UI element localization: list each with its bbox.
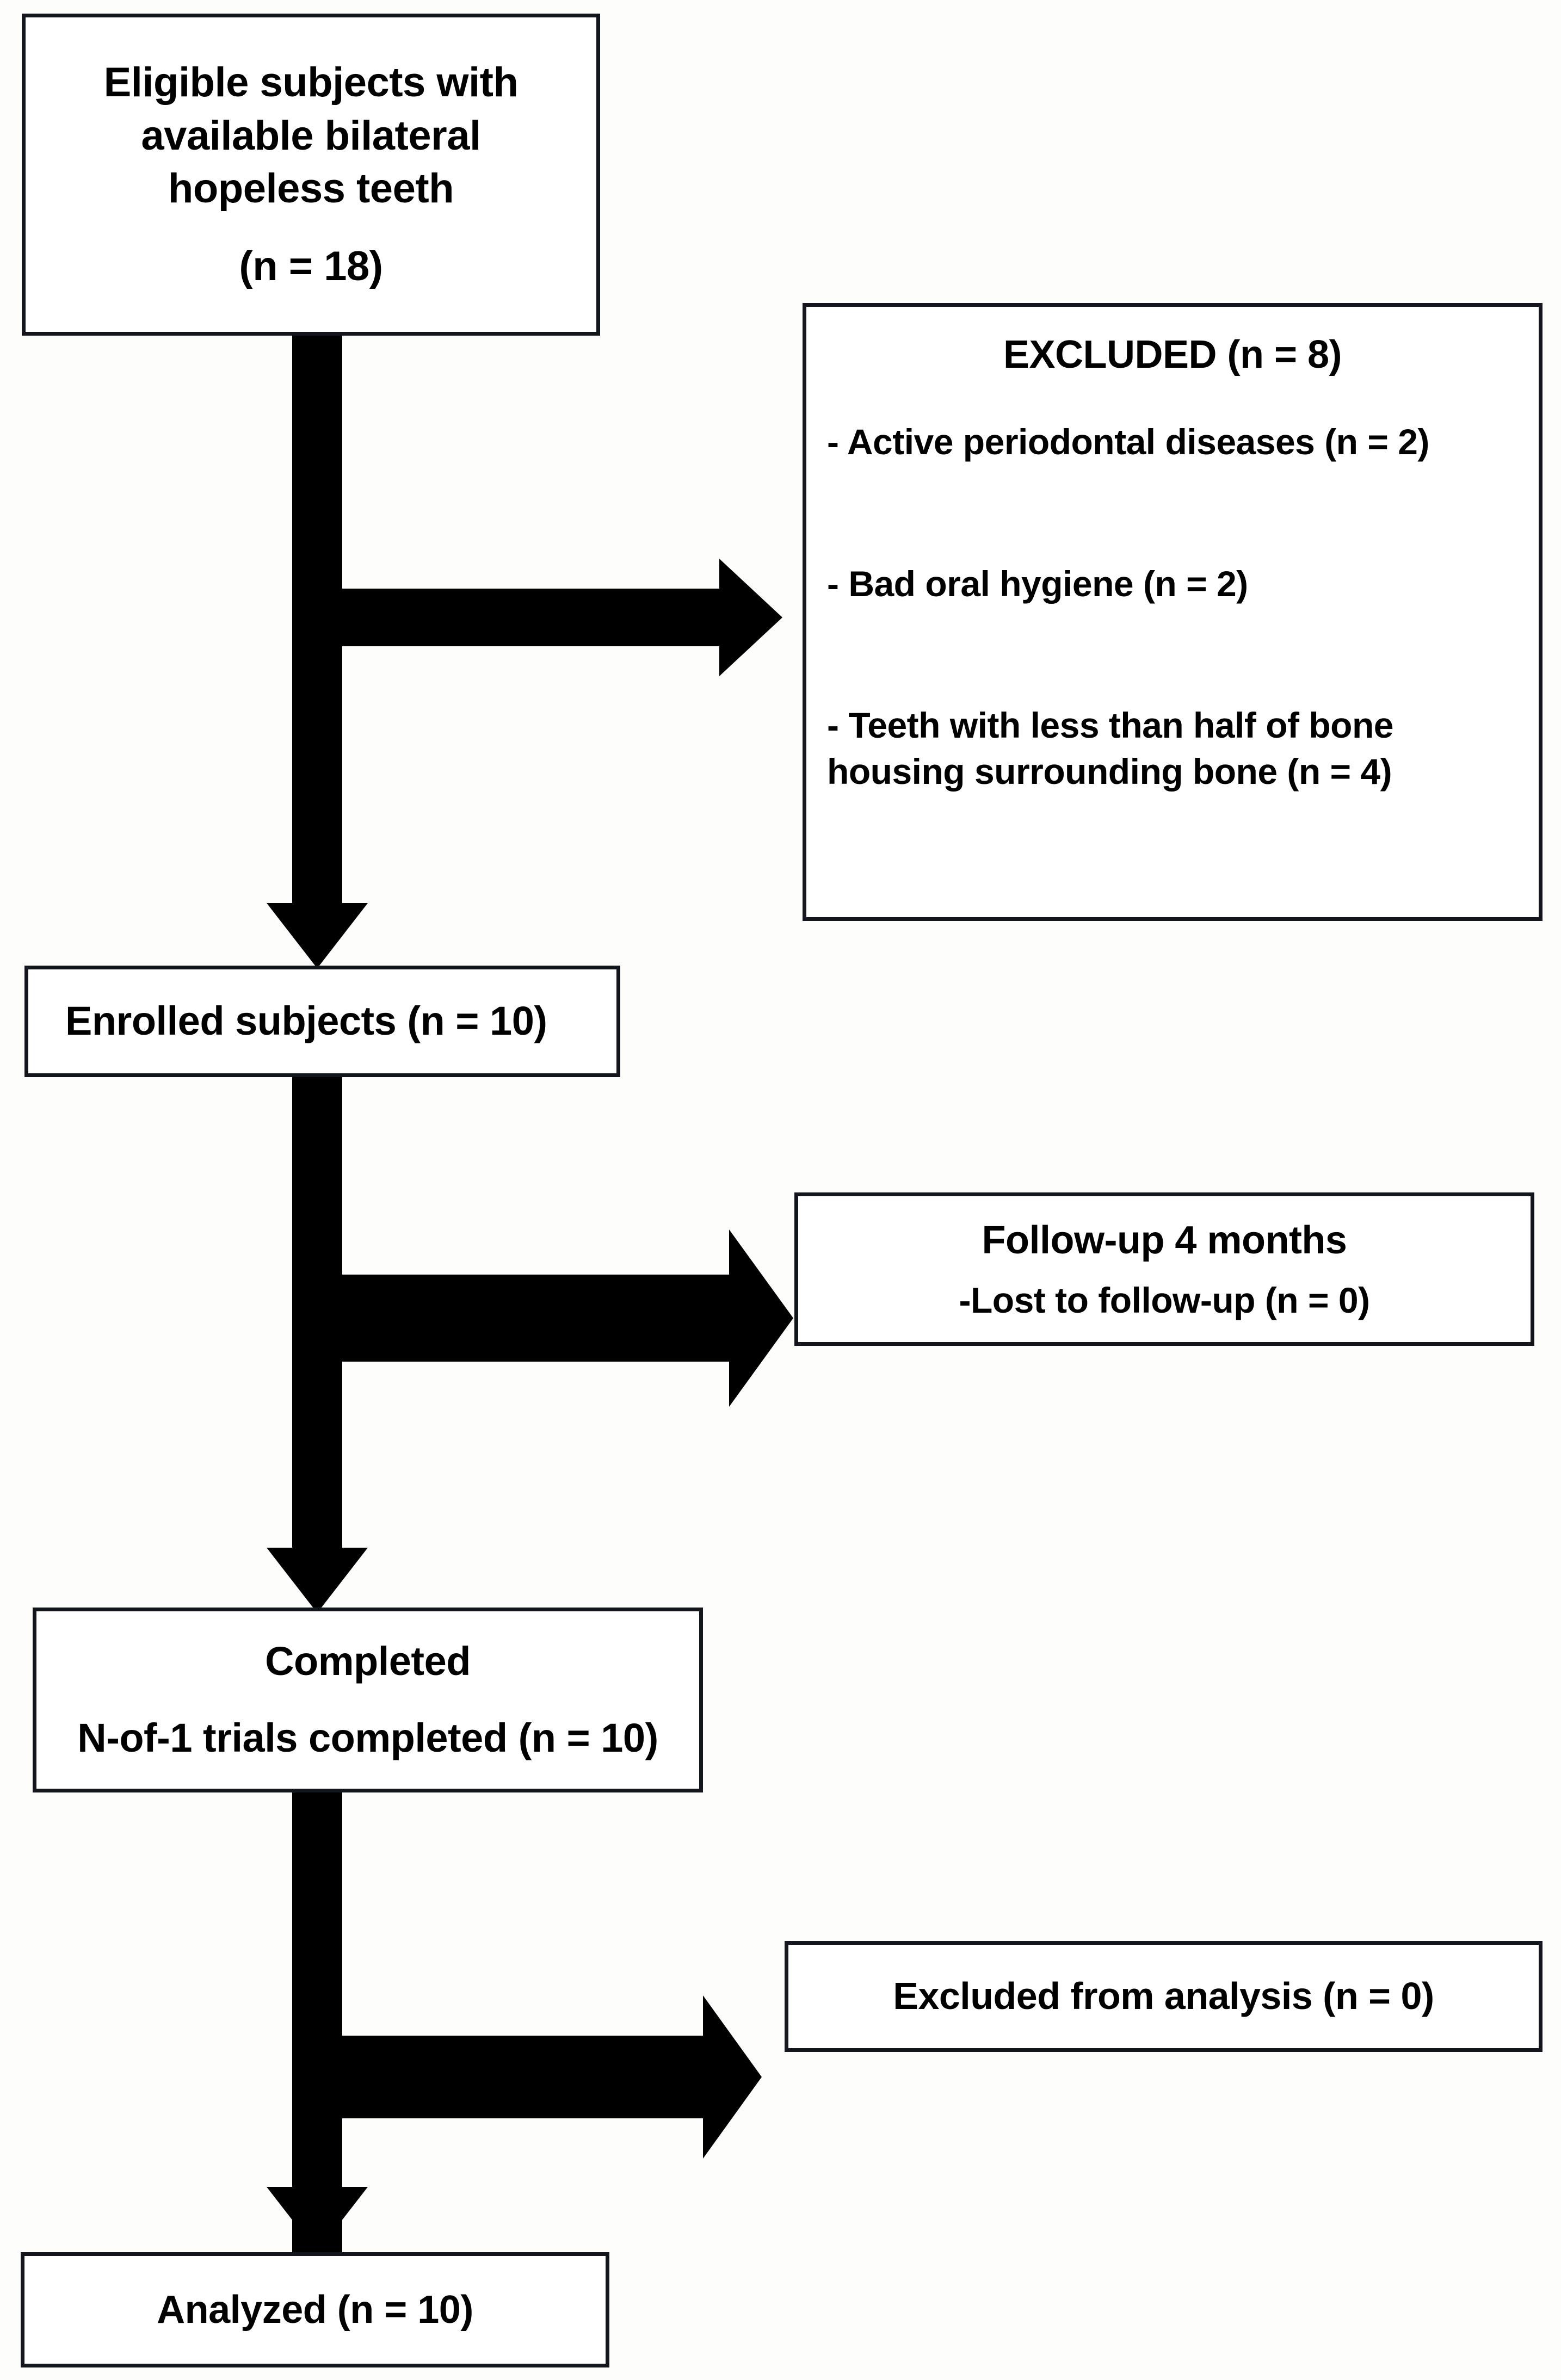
arrow-eligible-to-enrolled-head [267,903,368,968]
follow-up-box[interactable]: Follow-up 4 months -Lost to follow-up (n… [794,1192,1534,1346]
excluded-reason-2: - Bad oral hygiene (n = 2) [827,563,1248,604]
analyzed-label: Analyzed (n = 10) [157,2288,473,2332]
excluded-heading: EXCLUDED (n = 8) [1003,333,1342,376]
arrow-eligible-to-enrolled-shaft [292,333,342,910]
eligible-line-2: available bilateral [141,112,481,159]
follow-up-lost: -Lost to follow-up (n = 0) [959,1279,1370,1320]
arrow-enrolled-to-completed-shaft [292,1074,342,1553]
eligible-line-1: Eligible subjects with [103,59,519,106]
arrow-completed-to-excluded-analysis-head [703,1995,762,2159]
arrow-completed-to-excluded-analysis-bar [337,2036,707,2118]
excluded-reason-1: - Active periodontal diseases (n = 2) [827,422,1429,462]
completed-title: Completed [265,1639,471,1684]
excluded-from-analysis-label: Excluded from analysis (n = 0) [893,1975,1434,2018]
excluded-from-analysis-box[interactable]: Excluded from analysis (n = 0) [785,1941,1543,2052]
eligible-line-3: hopeless teeth [168,165,454,212]
follow-up-title: Follow-up 4 months [982,1218,1347,1262]
enrolled-subjects-box[interactable]: Enrolled subjects (n = 10) [24,966,620,1077]
excluded-reason-3: - Teeth with less than half of bone [827,705,1393,746]
arrow-enrolled-to-followup-bar [337,1275,733,1362]
completed-box[interactable]: Completed N-of-1 trials completed (n = 1… [33,1608,703,1792]
eligible-count: (n = 18) [239,243,383,290]
arrow-eligible-to-excluded-bar [337,589,724,646]
completed-trials: N-of-1 trials completed (n = 10) [77,1715,658,1760]
eligible-subjects-box[interactable]: Eligible subjects with available bilater… [22,14,600,336]
excluded-reason-3-cont: housing surrounding bone (n = 4) [827,751,1392,792]
arrow-eligible-to-excluded-head [719,559,782,676]
excluded-box[interactable]: EXCLUDED (n = 8) - Active periodontal di… [803,303,1543,921]
analyzed-box[interactable]: Analyzed (n = 10) [21,2252,609,2367]
enrolled-label: Enrolled subjects (n = 10) [65,998,547,1044]
arrow-enrolled-to-followup-head [729,1229,793,1407]
arrow-completed-to-analyzed-head [267,2187,368,2252]
arrow-enrolled-to-completed-head [267,1548,368,1613]
